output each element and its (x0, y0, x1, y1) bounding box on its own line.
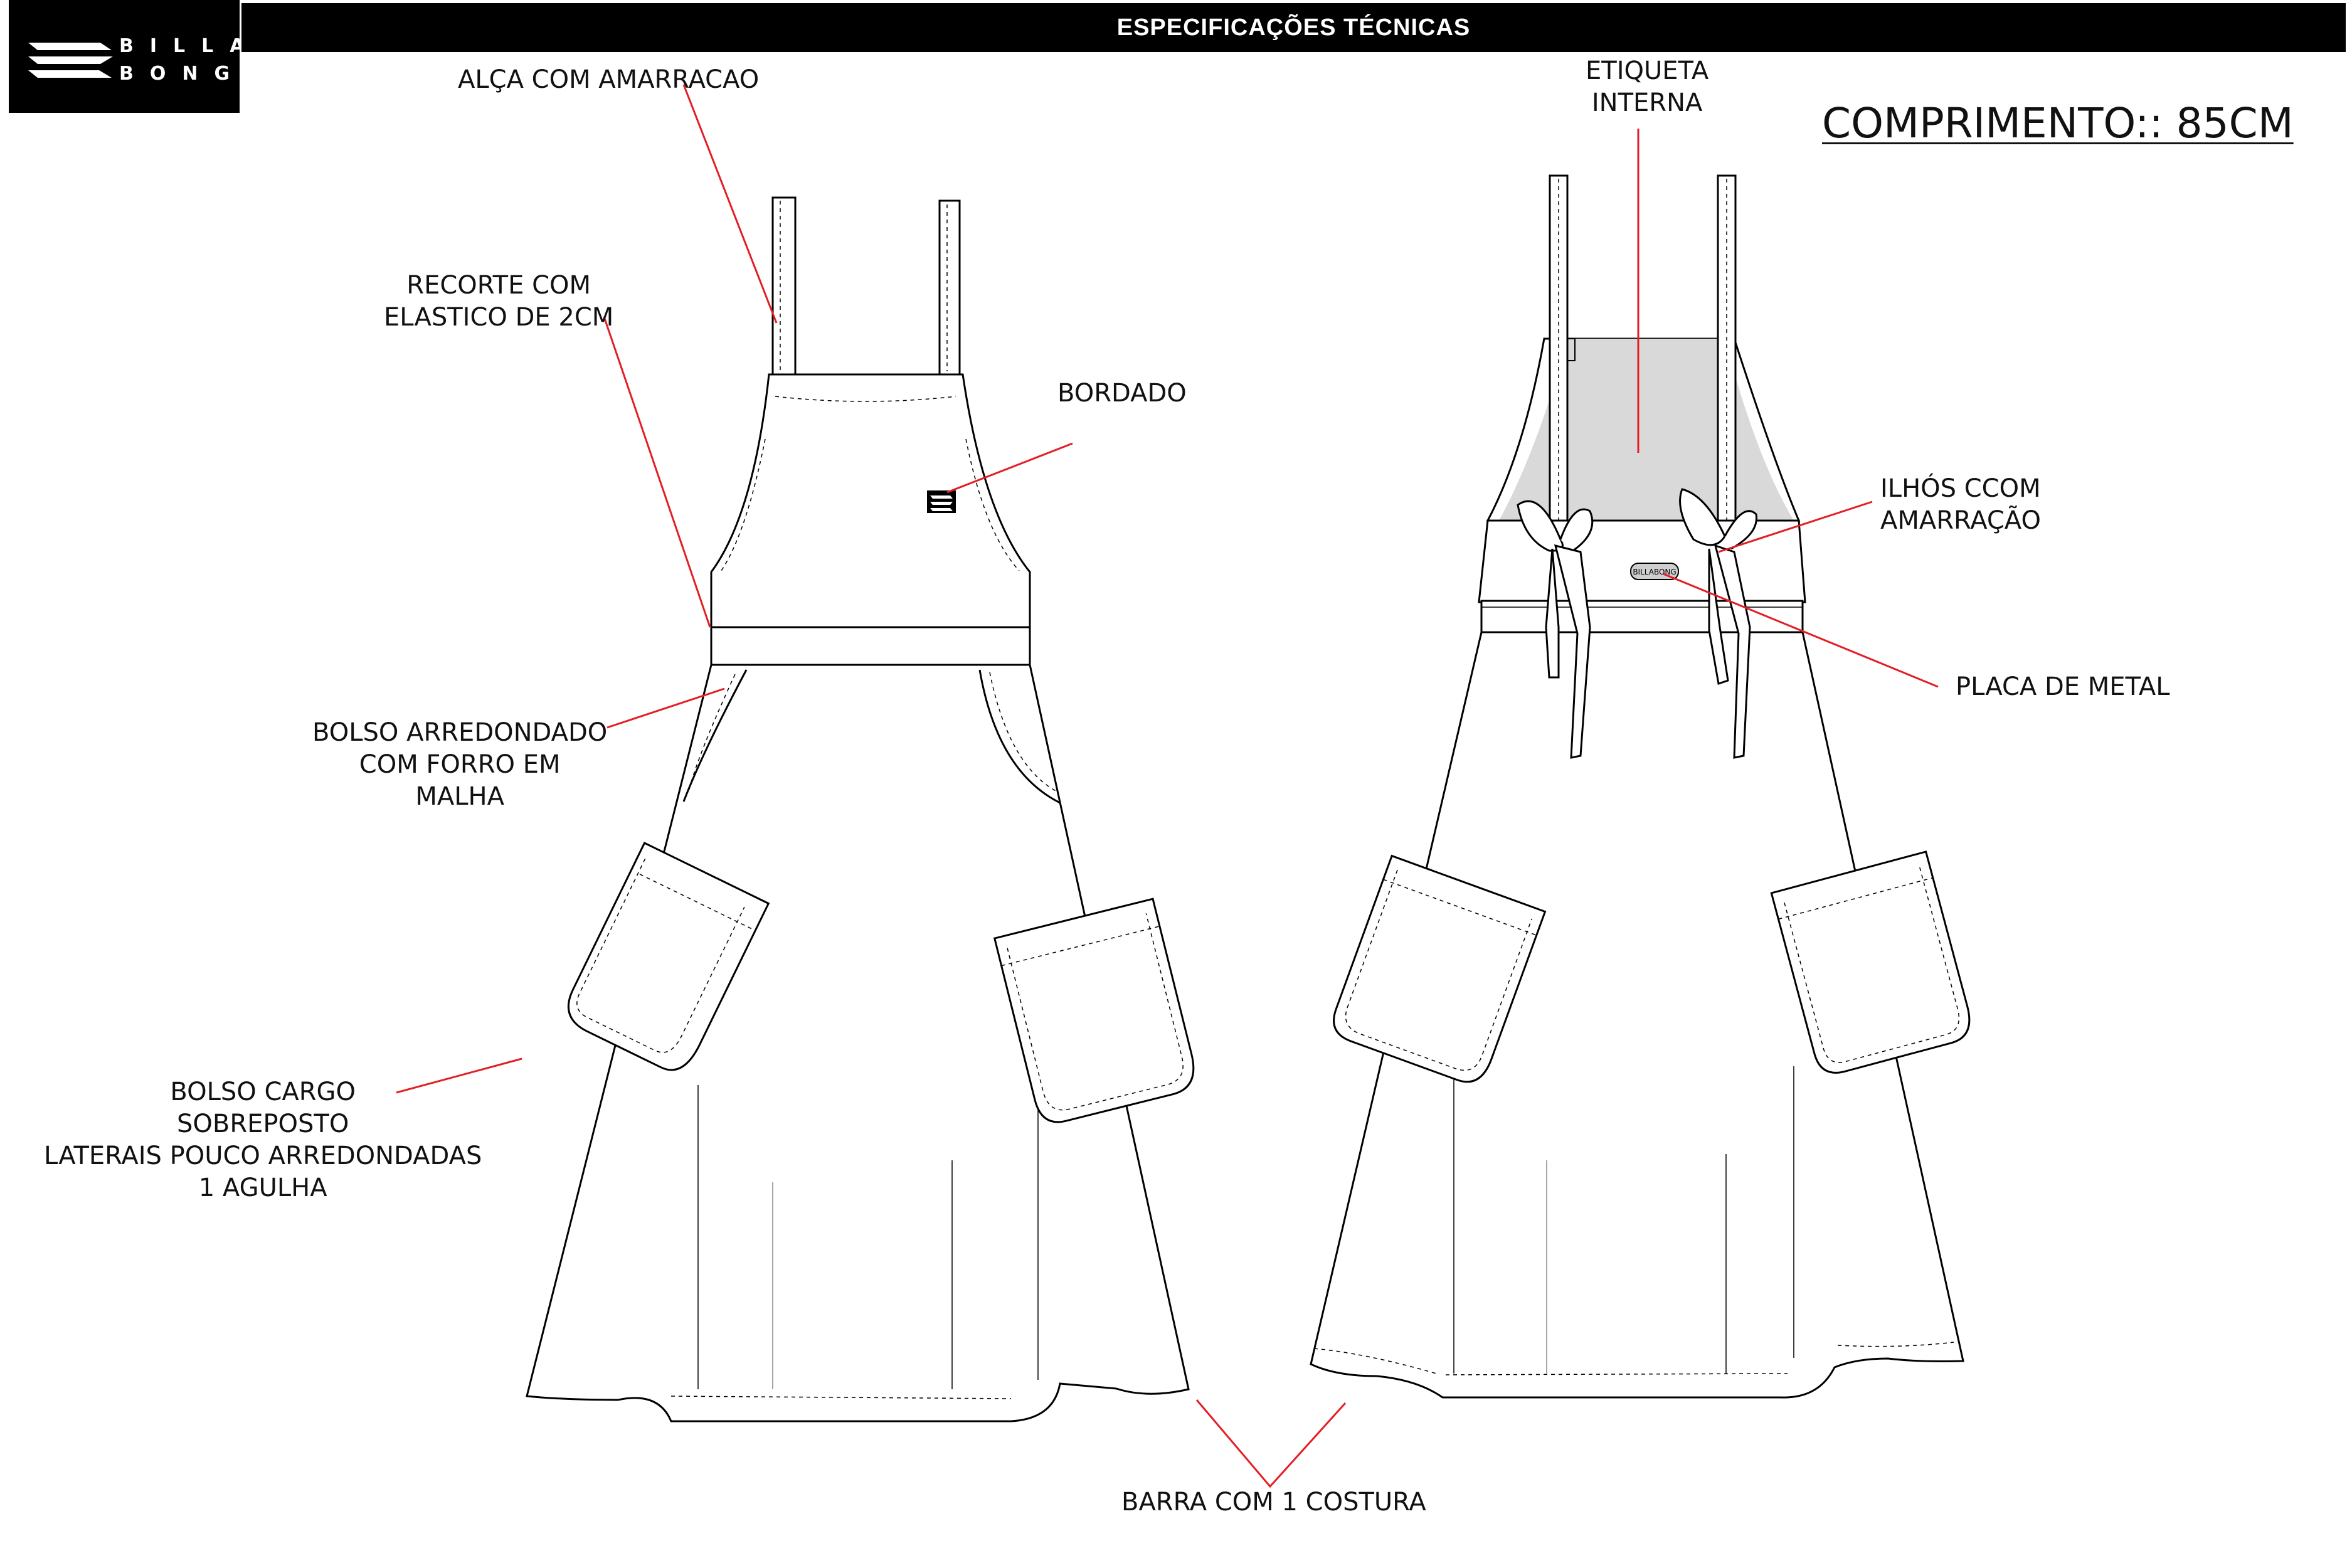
header-bar: ESPECIFICAÇÕES TÉCNICAS (241, 3, 2346, 52)
callout-recorte: RECORTE COM ELASTICO DE 2CM (384, 271, 614, 332)
header-title: ESPECIFICAÇÕES TÉCNICAS (1116, 14, 1471, 41)
callout-ilhos: ILHÓS CCOM AMARRAÇÃO (1880, 474, 2041, 535)
callout-bordado: BORDADO (1057, 379, 1187, 408)
callout-alca: ALÇA COM AMARRACAO (458, 65, 760, 94)
front-view (526, 196, 1195, 1422)
back-cargo-pocket-right (1770, 850, 1971, 1074)
logo-line2: BONG (119, 63, 246, 85)
front-waistband (710, 626, 1031, 666)
back-cargo-pocket-left (1333, 854, 1547, 1083)
front-cargo-pocket-left (567, 842, 770, 1071)
callout-bolso-arredondado: BOLSO ARREDONDADO COM FORRO EM MALHA (312, 718, 608, 811)
front-skirt (526, 664, 1190, 1422)
back-tie-cords (1517, 488, 1757, 759)
back-strap-right (1717, 174, 1737, 541)
front-strap-left (771, 196, 797, 376)
back-strap-left (1549, 174, 1569, 541)
back-skirt (1310, 631, 1964, 1399)
brand-logo: BILLA BONG (9, 0, 244, 113)
callout-placa: PLACA DE METAL (1956, 672, 2170, 701)
logo-line1: BILLA (119, 35, 261, 57)
back-view: BILLABONG (1310, 174, 1971, 1399)
wave-logo-icon (28, 43, 113, 78)
callout-barra: BARRA COM 1 COSTURA (1121, 1488, 1426, 1517)
front-strap-right (938, 199, 961, 376)
front-cargo-pocket-right (993, 898, 1195, 1123)
embroidery-logo-icon (927, 490, 956, 513)
length-label: COMPRIMENTO:: 85CM (1822, 99, 2294, 147)
svg-text:BILLABONG: BILLABONG (1633, 568, 1676, 576)
callout-etiqueta: ETIQUETA INTERNA (1586, 56, 1709, 117)
callout-bolso-cargo: BOLSO CARGO SOBREPOSTO LATERAIS POUCO AR… (44, 1078, 482, 1202)
callout-lines (396, 84, 1939, 1488)
